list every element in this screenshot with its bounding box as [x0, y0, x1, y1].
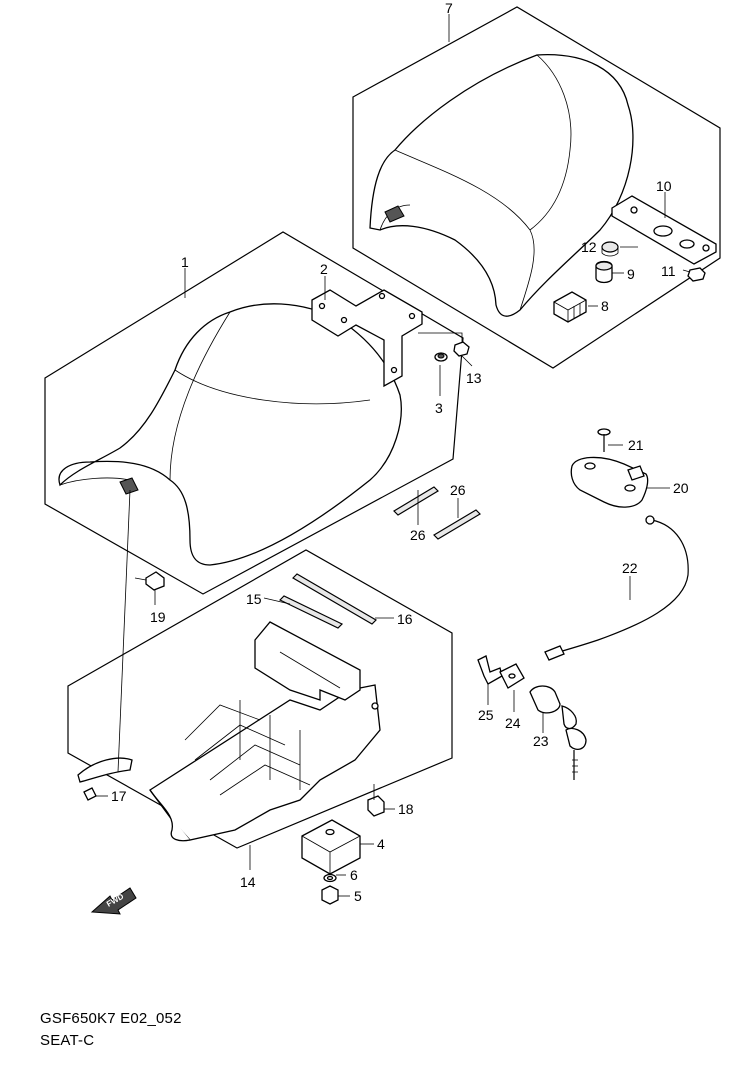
callout-7: 7 — [445, 0, 453, 16]
rear-seat-box — [352, 6, 721, 369]
callout-6: 6 — [350, 867, 358, 883]
tape-parts — [393, 486, 481, 540]
cable-22-part — [544, 515, 689, 661]
lock-assembly-part — [570, 456, 649, 508]
screw-21-part — [597, 428, 611, 452]
callout-26-right: 26 — [450, 482, 466, 498]
callout-20: 20 — [673, 480, 689, 496]
callout-10: 10 — [656, 178, 672, 194]
clip-17-part — [83, 787, 97, 801]
callout-3: 3 — [435, 400, 443, 416]
callout-4: 4 — [377, 836, 385, 852]
callout-23: 23 — [533, 733, 549, 749]
callout-2: 2 — [320, 261, 328, 277]
diagram-code: GSF650K7 E02_052 — [40, 1010, 182, 1027]
callout-24: 24 — [505, 715, 521, 731]
callout-15: 15 — [246, 591, 262, 607]
callout-5: 5 — [354, 888, 362, 904]
callout-18: 18 — [398, 801, 414, 817]
callout-25: 25 — [478, 707, 494, 723]
callout-26-left: 26 — [410, 527, 426, 543]
nut-part — [687, 267, 706, 282]
fwd-arrow-icon: FWD — [90, 887, 137, 915]
box-bracket-part — [301, 819, 361, 875]
seat-frame-box — [67, 549, 453, 849]
callout-22: 22 — [622, 560, 638, 576]
front-seat-part — [58, 303, 402, 566]
nut-13-part — [453, 341, 470, 357]
callout-1: 1 — [181, 254, 189, 270]
front-bracket-part — [311, 289, 423, 388]
front-seat-box — [44, 231, 464, 595]
washer-6-part — [323, 873, 337, 883]
callout-8: 8 — [601, 298, 609, 314]
callout-9: 9 — [627, 266, 635, 282]
callout-12: 12 — [581, 239, 597, 255]
rear-seat-part — [369, 54, 634, 317]
key-cylinder-part — [529, 685, 587, 780]
diagram-title: SEAT-C — [40, 1032, 95, 1049]
cushion-part — [595, 260, 613, 284]
callout-21: 21 — [628, 437, 644, 453]
rear-bracket-plate — [611, 195, 717, 265]
grommet-part — [601, 241, 619, 257]
callout-13: 13 — [466, 370, 482, 386]
callout-labels: 7 1 2 3 13 10 12 9 11 8 21 20 26 26 22 1… — [111, 0, 689, 904]
callout-17: 17 — [111, 788, 127, 804]
bolt-19-part — [134, 571, 165, 591]
bolt-5-part — [321, 885, 339, 905]
callout-11: 11 — [661, 263, 676, 279]
plate-24-part — [499, 663, 525, 689]
bracket-25-part — [477, 655, 503, 685]
strip-parts — [278, 573, 377, 629]
callout-14: 14 — [240, 874, 256, 890]
grommet-3-part — [434, 352, 448, 362]
bolt-18-part — [367, 784, 385, 817]
callout-19: 19 — [150, 609, 166, 625]
leader-lines — [96, 14, 691, 897]
rubber-block-part — [553, 291, 587, 323]
callout-16: 16 — [397, 611, 413, 627]
